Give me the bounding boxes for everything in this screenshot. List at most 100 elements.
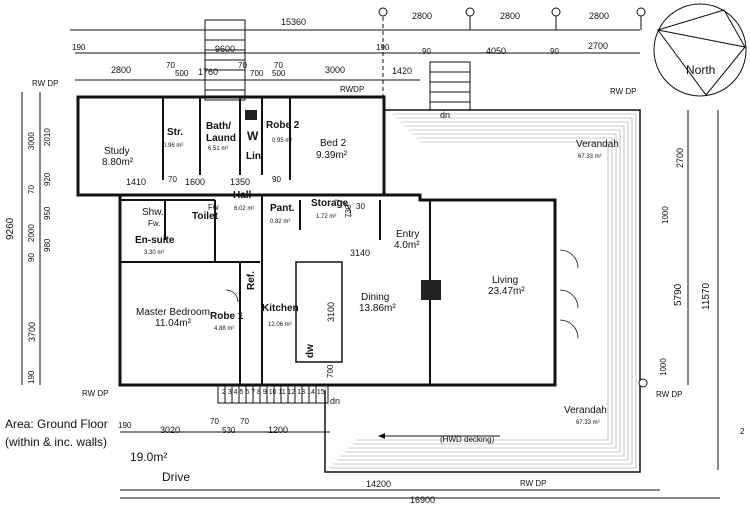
dim-left-2000: 2000 <box>27 224 36 242</box>
room-bath-laund-name: Bath/Laund <box>206 121 236 144</box>
room-toilet-name: Toilet <box>192 211 218 222</box>
dim-row3-3000: 3000 <box>325 65 346 75</box>
dim-row3-1420: 1420 <box>392 66 413 76</box>
dim-bot-530: 530 <box>222 426 236 435</box>
dim-bot-190: 190 <box>118 421 132 430</box>
room-robe1-name: Robe 1 <box>210 311 244 322</box>
dim-mid-1350: 1350 <box>230 177 251 187</box>
dim-top-4050: 4050 <box>486 46 507 56</box>
dim-top-2700: 2700 <box>588 41 609 51</box>
dim-row3-500a: 500 <box>175 69 189 78</box>
rwdp-bottom: RW DP <box>520 479 547 488</box>
room-dining-name: Dining <box>361 292 390 303</box>
dim-mid-700: 700 <box>326 364 335 378</box>
dim-top-90a: 90 <box>422 47 431 56</box>
room-pantry-name: Pant. <box>270 203 295 214</box>
area-note-line2: (within & inc. walls) <box>5 435 108 449</box>
room-study-name: Study <box>104 146 130 157</box>
dim-row3-2800: 2800 <box>111 65 132 75</box>
dim-left-70: 70 <box>27 185 36 194</box>
room-ensuite-name: En-suite <box>135 235 175 246</box>
dim-bot-3020: 3020 <box>160 425 181 435</box>
dim-right-2700: 2700 <box>675 147 685 168</box>
dim-top-90b: 90 <box>550 47 559 56</box>
verandah-bottom-name: Verandah <box>564 405 607 416</box>
room-dw-name: dw <box>305 344 316 358</box>
room-dining-area: 13.86m² <box>359 303 396 314</box>
room-pantry-area: 0.82 m² <box>270 219 291 225</box>
dim-mid-70a: 70 <box>168 175 177 184</box>
dim-top-2800b: 2800 <box>500 11 521 21</box>
dim-left-920: 920 <box>43 172 52 186</box>
dim-top-2800c: 2800 <box>589 11 610 21</box>
room-robe1-area: 4.88 m² <box>214 326 235 332</box>
dim-right-11570: 11570 <box>701 282 712 310</box>
north-compass <box>653 3 747 97</box>
rwdp-top: RWDP <box>340 85 365 94</box>
room-hall-area: 6.02 m² <box>234 206 255 212</box>
verandah-top-area: 67.33 m² <box>578 154 602 160</box>
hwd-decking-label: (HWD decking) <box>440 435 495 444</box>
dim-top-2800a: 2800 <box>412 11 433 21</box>
room-storage-area: 1.72 m² <box>316 214 337 220</box>
dim-row3-70a: 70 <box>166 61 175 70</box>
dim-mid-1600: 1600 <box>185 177 206 187</box>
room-robe2-name: Robe 2 <box>266 120 300 131</box>
dim-right-1000a: 1000 <box>661 206 670 224</box>
dim-left-3700: 3700 <box>27 321 37 342</box>
dim-top-total: 15360 <box>281 17 307 27</box>
room-w-name: W <box>247 129 259 143</box>
room-living-area: 23.47m² <box>488 286 525 297</box>
area-note-line1: Area: Ground Floor <box>5 417 108 431</box>
room-shw-sub: Fw. <box>148 219 161 228</box>
dim-bot-14200: 14200 <box>366 479 392 489</box>
dim-right-1000b: 1000 <box>659 358 668 376</box>
rwdp-right: RW DP <box>656 390 683 399</box>
dim-left-9260: 9260 <box>5 217 16 240</box>
dim-row3-70b: 70 <box>238 61 247 70</box>
dim-left-950: 950 <box>43 206 52 220</box>
room-hall-name: Hall <box>233 190 252 201</box>
dim-bot-70a: 70 <box>210 417 219 426</box>
room-living-name: Living <box>492 275 519 286</box>
dim-row3-700: 700 <box>250 69 264 78</box>
verandah-top-name: Verandah <box>576 139 619 150</box>
room-toilet-sub: Fw <box>208 203 219 212</box>
dim-top-190a: 190 <box>72 43 86 52</box>
dim-bot-16900: 16900 <box>410 495 436 505</box>
room-entry-name: Entry <box>396 229 420 240</box>
room-storage-name: Storage <box>311 198 349 209</box>
room-bath-laund-area: 6.51 m² <box>208 146 229 152</box>
dim-left-980: 980 <box>43 238 52 252</box>
room-ensuite-area: 3.30 m² <box>144 250 165 256</box>
rwdp-top-left: RW DP <box>32 79 59 88</box>
room-store-name: Str. <box>167 127 184 138</box>
room-store-area: 0.96 m² <box>163 143 184 149</box>
dim-row3-70c: 70 <box>274 61 283 70</box>
drive-label: Drive <box>162 470 191 484</box>
dim-left-90: 90 <box>27 253 36 262</box>
dim-right-5790: 5790 <box>673 283 684 306</box>
dim-left-2010: 2010 <box>43 128 52 146</box>
dim-mid-90: 90 <box>272 175 281 184</box>
room-entry-area: 4.0m² <box>394 240 420 251</box>
dim-left-3000: 3000 <box>27 132 36 150</box>
rwdp-top-right: RW DP <box>610 87 637 96</box>
stair-step-numbers: 2 3 4 5 6 7 8 9 10 11 12 13 14 15 <box>222 389 325 396</box>
dim-left-190: 190 <box>27 370 36 384</box>
room-master-area: 11.04m² <box>155 318 191 329</box>
dim-bot-1200: 1200 <box>268 425 289 435</box>
room-lin-name: Lin <box>246 151 261 162</box>
dim-row3-1760: 1760 <box>198 67 219 77</box>
stair-dn-bottom: dn <box>330 396 341 406</box>
dim-top-9600: 9600 <box>215 44 236 54</box>
room-kitchen-name: Kitchen <box>262 303 299 314</box>
room-bed2-name: Bed 2 <box>320 138 347 149</box>
room-ref-name: Ref. <box>246 271 257 290</box>
area-note-value: 19.0m² <box>130 450 168 464</box>
room-kitchen-area: 12.06 m² <box>268 322 292 328</box>
room-master-name: Master Bedroom <box>136 307 210 318</box>
dim-mid-1410: 1410 <box>126 177 147 187</box>
rwdp-left: RW DP <box>82 389 109 398</box>
